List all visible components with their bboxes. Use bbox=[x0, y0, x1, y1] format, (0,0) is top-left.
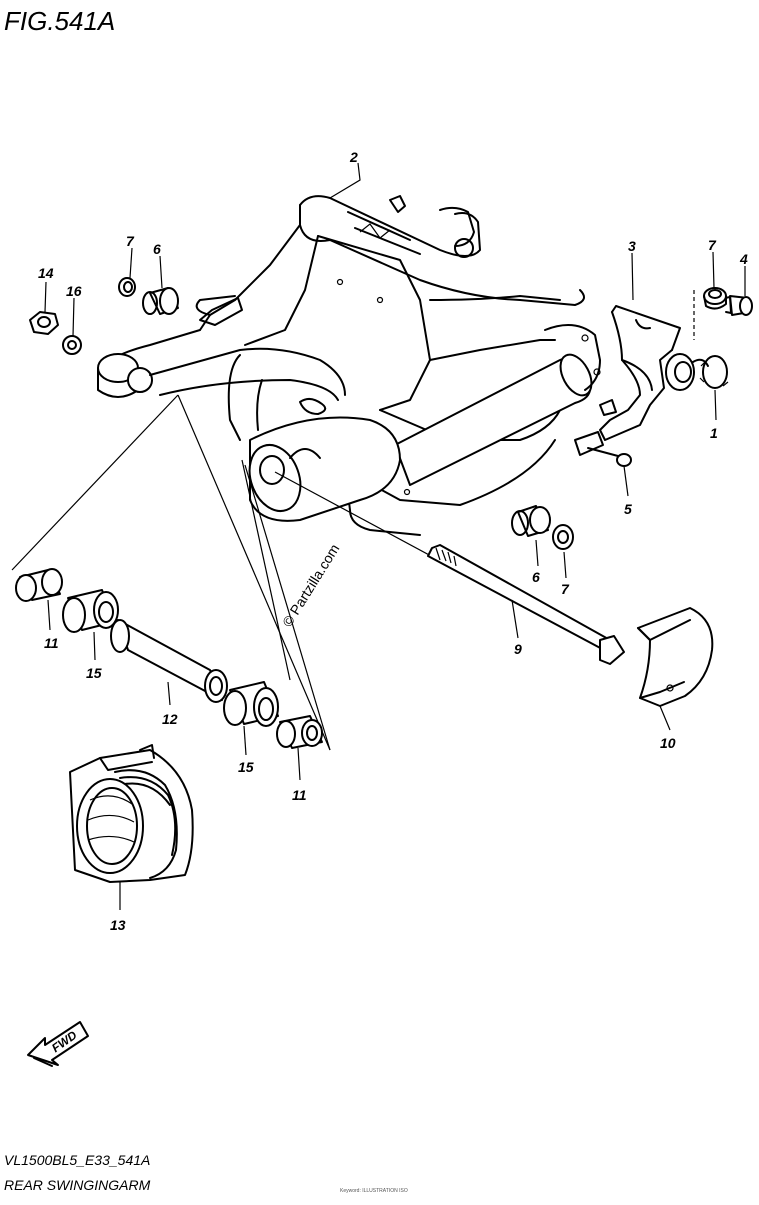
bolt-5 bbox=[587, 447, 632, 467]
bearing-15-left bbox=[62, 589, 119, 633]
callouts: 2 3 7 4 1 5 7 6 14 16 6 7 9 10 11 15 12 bbox=[38, 149, 748, 933]
callout-7-bottom: 7 bbox=[561, 581, 570, 597]
washer-16 bbox=[62, 335, 82, 355]
watermark: © Partzilla.com bbox=[279, 541, 343, 629]
callout-5: 5 bbox=[624, 501, 632, 517]
bearing-6-right bbox=[511, 505, 551, 537]
fine-print: Keyword: ILLUSTRATION ISO bbox=[340, 1188, 408, 1194]
callout-8: 7 bbox=[708, 237, 717, 253]
pivot-cap-8 bbox=[703, 287, 727, 310]
callout-7-top: 7 bbox=[126, 233, 135, 249]
spacer-12 bbox=[110, 619, 228, 703]
brake-bracket bbox=[574, 305, 695, 456]
callout-6-bottom: 6 bbox=[532, 569, 540, 585]
callout-10: 10 bbox=[660, 735, 676, 751]
callout-9: 9 bbox=[514, 641, 522, 657]
callout-1: 1 bbox=[710, 425, 718, 441]
washer-7-left bbox=[118, 277, 136, 297]
bearing-15-right bbox=[223, 681, 279, 727]
callout-3: 3 bbox=[628, 238, 636, 254]
callout-6-top: 6 bbox=[153, 241, 161, 257]
cover-10 bbox=[637, 607, 714, 707]
sleeve-11-right bbox=[276, 715, 323, 749]
callout-15-left: 15 bbox=[86, 665, 102, 681]
fwd-arrow-icon: FWD bbox=[27, 1021, 89, 1067]
pivot-bolt-4 bbox=[724, 295, 753, 316]
bearing-6-left bbox=[142, 287, 179, 315]
callout-11-right: 11 bbox=[292, 787, 307, 803]
lock-nut-1 bbox=[692, 355, 729, 389]
nut-14 bbox=[29, 311, 59, 335]
washer-7-right bbox=[552, 524, 574, 550]
callout-2: 2 bbox=[349, 149, 358, 165]
diagram-name: REAR SWINGINGARM bbox=[4, 1177, 151, 1193]
callout-12: 12 bbox=[162, 711, 178, 727]
swingarm-frame bbox=[97, 195, 601, 536]
diagram-code: VL1500BL5_E33_541A bbox=[4, 1152, 150, 1168]
figure-title: FIG.541A bbox=[4, 6, 115, 36]
callout-14: 14 bbox=[38, 265, 54, 281]
callout-11-left: 11 bbox=[44, 635, 59, 651]
callout-16: 16 bbox=[66, 283, 82, 299]
sleeve-11-left bbox=[15, 568, 63, 602]
callout-13: 13 bbox=[110, 917, 126, 933]
callout-15-right: 15 bbox=[238, 759, 254, 775]
boot-13 bbox=[69, 744, 194, 883]
callout-4: 4 bbox=[739, 251, 748, 267]
pivot-shaft-9 bbox=[427, 544, 625, 665]
